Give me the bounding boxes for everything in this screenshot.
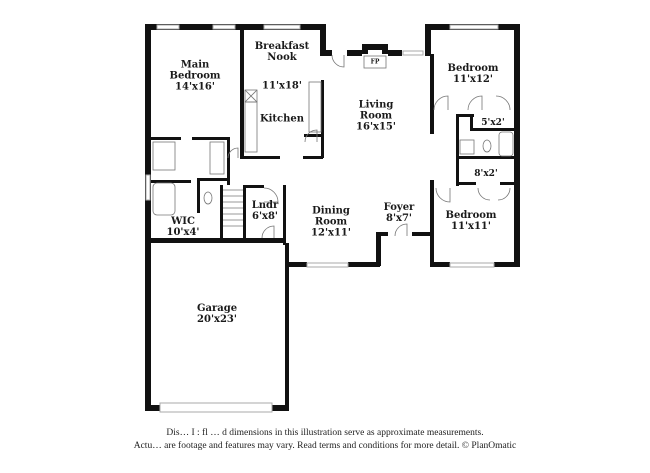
- disclaimer-line-1: Dis… I : fl … d dimensions in this illus…: [166, 428, 484, 438]
- walls: [145, 24, 520, 411]
- room-name: Living: [358, 99, 394, 111]
- room-name: Breakfast: [254, 41, 310, 52]
- room-dimensions: 11'x18': [262, 80, 302, 92]
- room-name: Kitchen: [259, 113, 305, 125]
- room-name: Room: [314, 216, 348, 228]
- sink-icon: [459, 139, 475, 155]
- room-name: Main: [180, 59, 210, 71]
- room-bedroom-upper-label: Bedroom 11'x12': [448, 63, 499, 85]
- room-name: Lndr: [251, 200, 279, 211]
- room-name: WIC: [171, 216, 195, 227]
- room-dimensions: 11'x12': [453, 74, 493, 85]
- room-laundry-label: Lndr 6'x8': [252, 200, 279, 222]
- door-swing: [433, 95, 449, 111]
- room-name: Dining: [312, 205, 350, 217]
- vanity-icon: [209, 141, 225, 175]
- room-name: Nook: [267, 52, 297, 63]
- fireplace-text: FP: [370, 58, 380, 66]
- room-wic-label: WIC 10'x4': [167, 216, 200, 238]
- bathtub-icon: [152, 182, 176, 216]
- closet-upper-label: 5'x2': [481, 118, 504, 128]
- room-foyer-label: Foyer 8'x7': [384, 202, 415, 224]
- room-name: Bedroom: [169, 70, 221, 82]
- fireplace-hearth: [363, 55, 387, 69]
- room-dimensions: 8'x2': [474, 169, 498, 179]
- fixtures: [152, 54, 514, 239]
- disclaimer-line-2: Actu… are footage and features may vary.…: [133, 441, 517, 451]
- room-name: Room: [359, 110, 393, 122]
- front-door-swing: [394, 223, 408, 237]
- room-dimensions: 14'x16': [175, 81, 215, 93]
- room-dimensions: 10'x4': [166, 227, 200, 238]
- room-dimensions: 8'x7': [385, 213, 413, 224]
- closet-lower-label: 8'x2': [474, 169, 497, 179]
- room-dimensions: 11'x11': [451, 221, 491, 232]
- room-name: Garage: [196, 303, 238, 314]
- toilet-icon: [203, 191, 213, 205]
- room-dimensions: 5'x2': [481, 118, 505, 128]
- room-dimensions: 12'x11': [311, 227, 351, 239]
- room-breakfast-nook-label: Breakfast Nook: [255, 41, 310, 63]
- windows: [145, 24, 499, 413]
- room-name: Bedroom: [447, 63, 499, 74]
- room-dimensions: 6'x8': [251, 211, 278, 222]
- shower-icon: [152, 141, 176, 171]
- room-living-room-label: Living Room 16'x15': [356, 100, 396, 133]
- room-dining-room-label: Dining Room 12'x11': [311, 206, 351, 239]
- room-dimensions: 16'x15': [356, 121, 396, 133]
- room-main-bedroom-label: Main Bedroom 14'x16': [170, 60, 221, 93]
- bathtub-icon-2: [498, 131, 514, 157]
- stairs-icon: [223, 189, 243, 227]
- fireplace-label: FP: [371, 57, 380, 68]
- room-name: Foyer: [383, 202, 415, 213]
- kitchen-counter: [308, 81, 322, 133]
- room-bedroom-lower-label: Bedroom 11'x11': [446, 210, 497, 232]
- toilet-icon-2: [482, 139, 492, 153]
- room-garage-label: Garage 20'x23': [197, 303, 237, 325]
- room-kitchen-label: Kitchen: [260, 114, 304, 125]
- room-kitchen-dimensions: 11'x18': [262, 81, 302, 92]
- room-name: Bedroom: [445, 210, 497, 221]
- room-dimensions: 20'x23': [197, 314, 237, 325]
